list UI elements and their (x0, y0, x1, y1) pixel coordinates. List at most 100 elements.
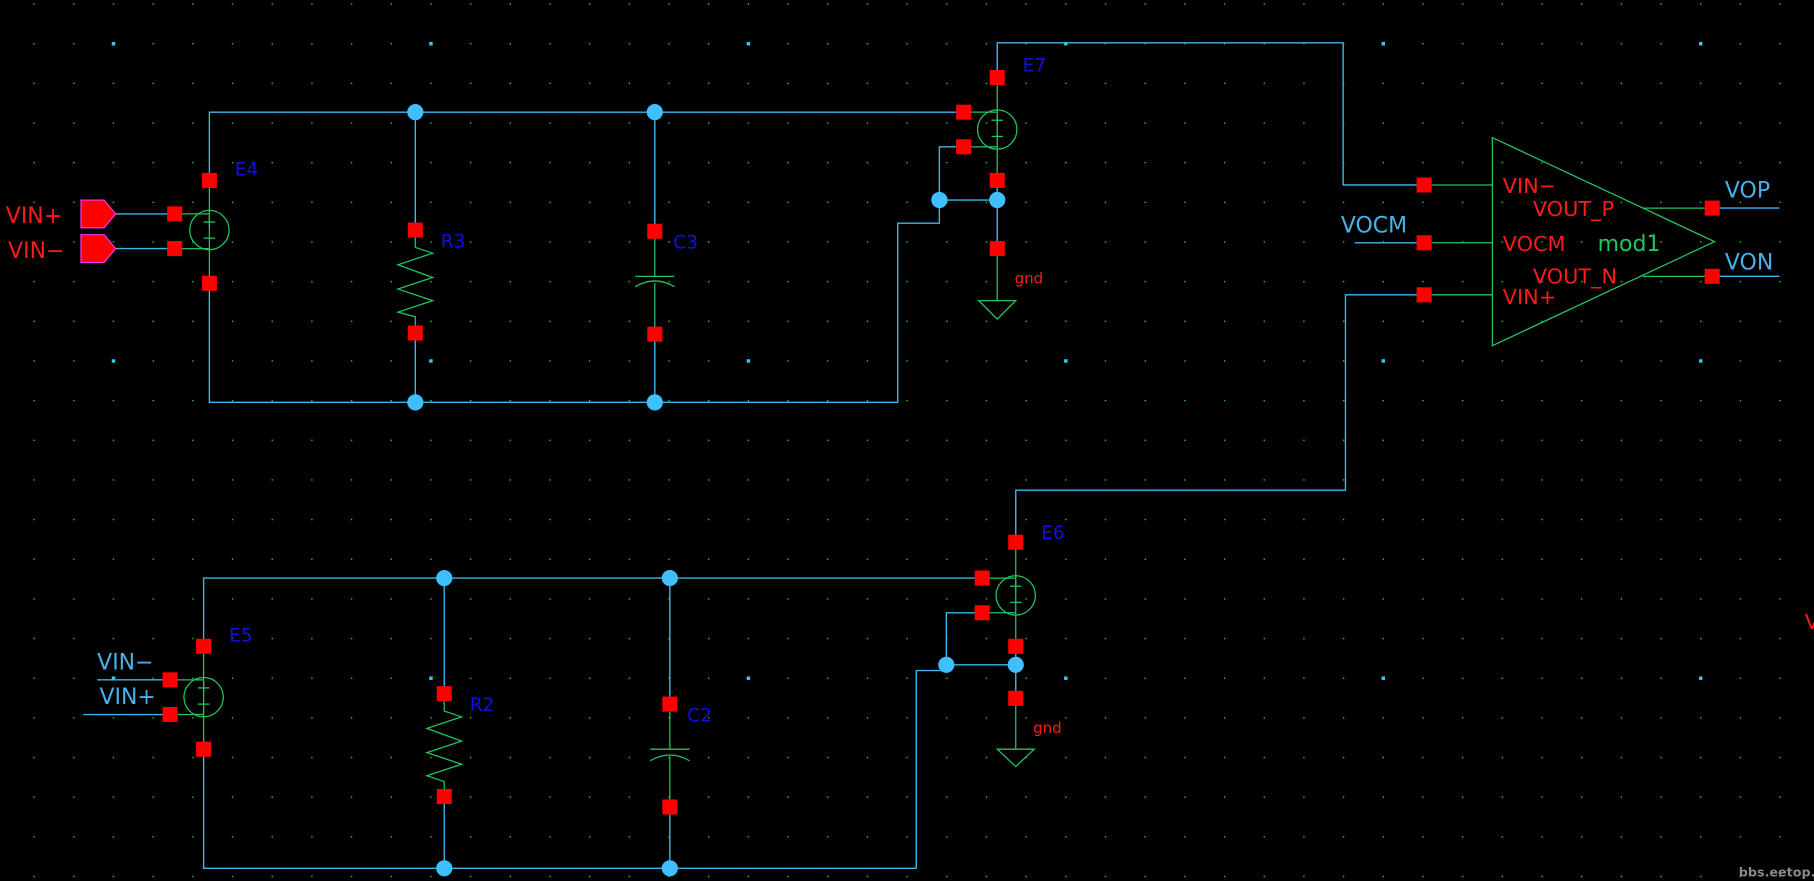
grid-dot (1065, 479, 1067, 481)
grid-dot (73, 836, 75, 838)
vcvs-E5[interactable]: E5 (162, 626, 253, 757)
grid-dot (549, 201, 551, 204)
grid-dot (33, 479, 35, 481)
amp-pin-vin-minus: VIN− (1503, 174, 1556, 198)
grid-dot (1184, 241, 1186, 243)
vcvs-E6[interactable]: E6 (974, 523, 1065, 654)
grid-dot (271, 796, 273, 798)
grid-dot (1223, 796, 1226, 798)
wire[interactable] (208, 146, 964, 404)
grid-dot (192, 717, 194, 719)
grid-dot (747, 558, 750, 560)
grid-dot (1223, 677, 1226, 679)
input-pin-vin-plus[interactable]: VIN+ (6, 199, 117, 229)
grid-dot (1739, 637, 1742, 640)
resistor-R3[interactable]: R3 (395, 222, 465, 341)
grid-dot (549, 399, 551, 402)
grid-dot (33, 558, 35, 560)
grid-dot (1342, 399, 1345, 402)
grid-dot (787, 320, 789, 322)
grid-dot (112, 518, 115, 521)
grid-dot (1620, 122, 1623, 124)
grid-dot (628, 82, 631, 85)
grid-dot (1779, 677, 1781, 679)
grid-dot (1104, 717, 1107, 719)
grid-dot (390, 201, 392, 204)
grid-dot (1422, 875, 1424, 878)
grid-dot (1541, 3, 1543, 5)
grid-dot (350, 122, 353, 124)
capacitor-C3[interactable]: C3 (634, 223, 698, 342)
grid-dot (1263, 796, 1265, 798)
wire[interactable] (996, 42, 1425, 186)
grid-dot (1581, 241, 1583, 243)
grid-dot (311, 875, 313, 878)
resistor-R2[interactable]: R2 (424, 686, 495, 805)
grid-dot (628, 201, 631, 204)
grid-dot (747, 796, 750, 798)
input-pin-vin-minus[interactable]: VIN− (8, 234, 117, 264)
grid-dot (747, 201, 750, 204)
diff-amp-mod1[interactable]: VIN− VOUT_P VOCM mod1 VOUT_N VIN+ (1354, 136, 1780, 347)
grid-dot (1025, 360, 1027, 362)
grid-dot (350, 637, 353, 640)
grid-dot (390, 598, 392, 600)
grid-dot (271, 836, 273, 838)
grid-dot (73, 399, 75, 402)
grid-dot (946, 598, 948, 600)
grid-dot (1065, 439, 1067, 441)
grid-dot (1144, 201, 1146, 204)
grid-dot (111, 359, 116, 363)
grid-dot (1382, 558, 1384, 560)
grid-dot (1461, 201, 1464, 204)
grid-dot (1382, 3, 1384, 5)
vcvs-E4[interactable]: E4 (167, 160, 258, 291)
grid-dot (628, 439, 631, 441)
ground-symbol[interactable]: gnd (977, 241, 1043, 321)
grid-dot (1620, 796, 1623, 798)
capacitor-C2[interactable]: C2 (649, 696, 712, 815)
grid-dot (1144, 677, 1146, 679)
grid-dot (946, 161, 948, 164)
grid-dot (1144, 82, 1146, 85)
grid-dot (628, 558, 631, 560)
vcvs-E7[interactable]: E7 (956, 56, 1046, 188)
grid-dot (1739, 241, 1742, 243)
grid-dot (1303, 201, 1305, 204)
instance-label-C2: C2 (687, 705, 712, 726)
grid-dot (906, 875, 908, 878)
grid-dot (549, 3, 551, 5)
grid-dot (33, 677, 35, 679)
grid-dot (549, 43, 551, 45)
grid-dot (271, 439, 273, 441)
grid-dot (152, 796, 154, 798)
grid-dot (311, 241, 313, 243)
wire[interactable] (208, 111, 964, 183)
grid-dot (827, 796, 829, 798)
grid-dot (827, 756, 829, 759)
grid-dot (73, 201, 75, 204)
wire[interactable] (202, 612, 983, 869)
grid-dot (1184, 3, 1186, 5)
grid-dot (549, 796, 551, 798)
wire[interactable] (202, 577, 983, 647)
grid-dot (509, 875, 511, 878)
grid-dot (1541, 598, 1543, 600)
grid-dot (192, 201, 194, 204)
grid-dot (1700, 598, 1702, 600)
grid-dot (509, 320, 511, 322)
grid-dot (33, 717, 35, 719)
wire[interactable] (1015, 294, 1425, 543)
grid-dot (906, 756, 908, 759)
instance-label-R2: R2 (470, 695, 495, 716)
grid-dot (1699, 359, 1703, 363)
grid-dot (350, 399, 353, 402)
grid-dot (1700, 439, 1702, 441)
ground-symbol[interactable]: gnd (995, 690, 1062, 768)
grid-dot (350, 439, 353, 441)
grid-dot (1025, 796, 1027, 798)
grid-dot (1382, 280, 1384, 283)
grid-dot (1461, 518, 1464, 521)
grid-dot (1660, 875, 1662, 878)
